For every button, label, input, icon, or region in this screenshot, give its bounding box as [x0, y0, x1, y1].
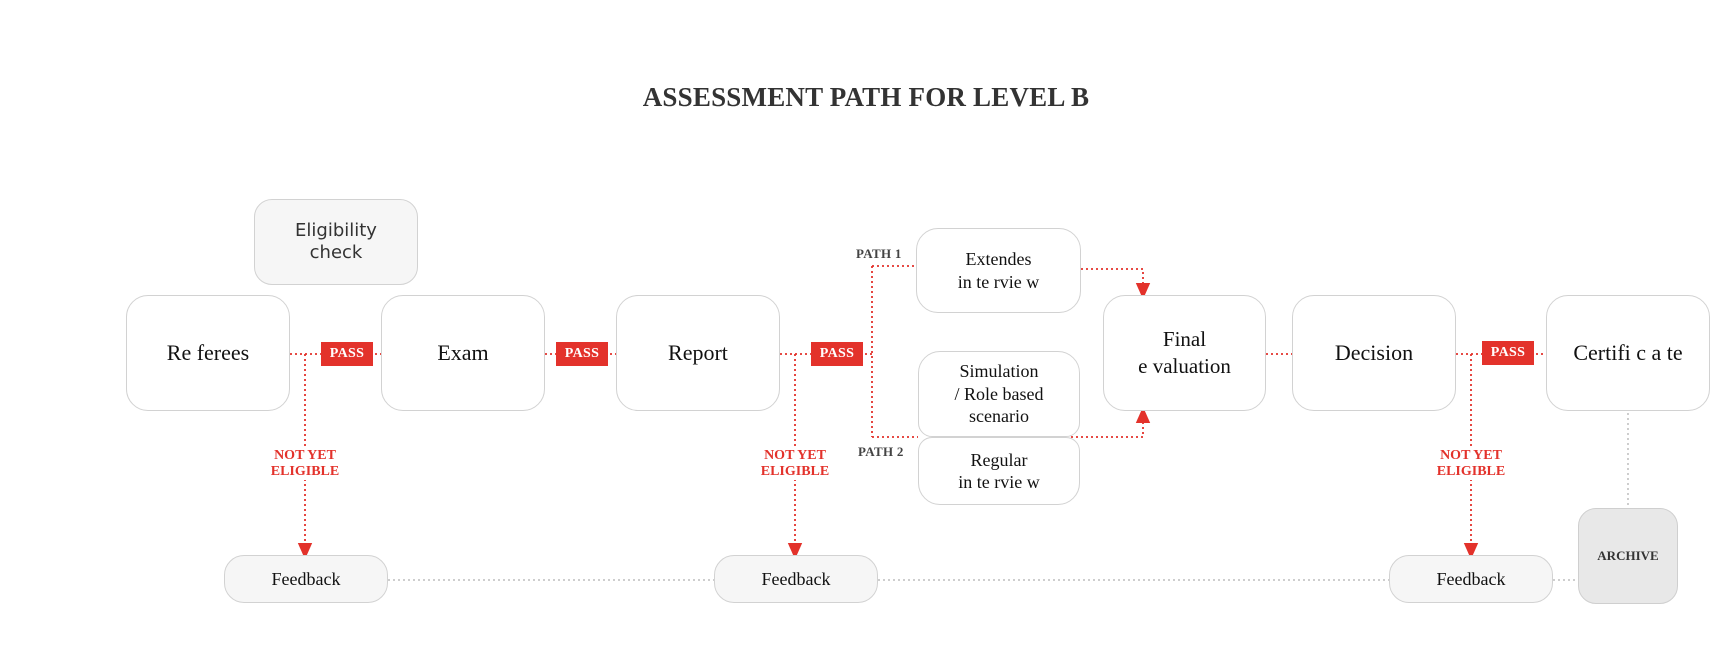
- not-yet-text-1: NOT YET: [274, 448, 336, 463]
- feedback-node-3: Feedback: [1389, 555, 1553, 603]
- extended-line-2: in te rvie w: [957, 271, 1040, 292]
- referees-label: Re ferees: [166, 340, 250, 366]
- simulation-node: Simulation / Role based scenario: [918, 351, 1080, 437]
- regular-line-1: Regular: [970, 449, 1028, 470]
- path-2-label: PATH 2: [858, 444, 904, 459]
- eligible-text-2: ELIGIBLE: [760, 464, 830, 480]
- eligibility-line-2: check: [309, 242, 363, 263]
- final-evaluation-node: Final e valuation: [1103, 295, 1266, 411]
- connector-regular-final: [1071, 406, 1151, 438]
- pass-badge-referees: PASS: [321, 342, 373, 366]
- regular-line-2: in te rvie w: [958, 472, 1040, 492]
- simulation-line-1: Simulation: [959, 361, 1039, 382]
- eligible-text-3: ELIGIBLE: [1436, 464, 1506, 480]
- extended-line-1: Extendes: [965, 249, 1032, 269]
- connector-extended-final: [1081, 268, 1151, 300]
- feedback-label-3: Feedback: [1436, 568, 1506, 589]
- not-yet-eligible-2: NOT YET ELIGIBLE: [750, 448, 840, 481]
- feedback-node-2: Feedback: [714, 555, 878, 603]
- extended-interview-node: Extendes in te rvie w: [916, 228, 1081, 313]
- referees-node: Re ferees: [126, 295, 290, 411]
- regular-interview-node: Regular in te rvie w: [918, 437, 1080, 505]
- not-yet-text-3: NOT YET: [1440, 448, 1502, 463]
- feedback-label-2: Feedback: [761, 568, 831, 589]
- certificate-node: Certifi c a te: [1546, 295, 1710, 411]
- certificate-label: Certifi c a te: [1573, 340, 1683, 366]
- final-line-1: Final: [1162, 326, 1207, 351]
- archive-node: ARCHIVE: [1578, 508, 1678, 604]
- final-line-2: e valuation: [1138, 354, 1231, 378]
- decision-label: Decision: [1334, 340, 1414, 366]
- exam-node: Exam: [381, 295, 545, 411]
- feedback-node-1: Feedback: [224, 555, 388, 603]
- eligible-text-1: ELIGIBLE: [270, 464, 340, 480]
- not-yet-eligible-1: NOT YET ELIGIBLE: [260, 448, 350, 481]
- not-yet-text-2: NOT YET: [764, 448, 826, 463]
- report-node: Report: [616, 295, 780, 411]
- path-1-label: PATH 1: [856, 246, 902, 261]
- feedback-label-1: Feedback: [271, 568, 341, 589]
- eligibility-line-1: Eligibility: [295, 219, 377, 241]
- pass-badge-exam: PASS: [556, 342, 608, 366]
- not-yet-eligible-3: NOT YET ELIGIBLE: [1426, 448, 1516, 481]
- exam-label: Exam: [437, 340, 489, 366]
- decision-node: Decision: [1292, 295, 1456, 411]
- simulation-line-2: / Role based: [954, 383, 1044, 404]
- pass-badge-decision: PASS: [1482, 341, 1534, 365]
- report-label: Report: [668, 340, 728, 366]
- pass-badge-report: PASS: [811, 342, 863, 366]
- simulation-line-3: scenario: [969, 406, 1029, 427]
- page-title: ASSESSMENT PATH FOR LEVEL B: [642, 82, 1090, 112]
- eligibility-check-node: Eligibility check: [254, 199, 418, 285]
